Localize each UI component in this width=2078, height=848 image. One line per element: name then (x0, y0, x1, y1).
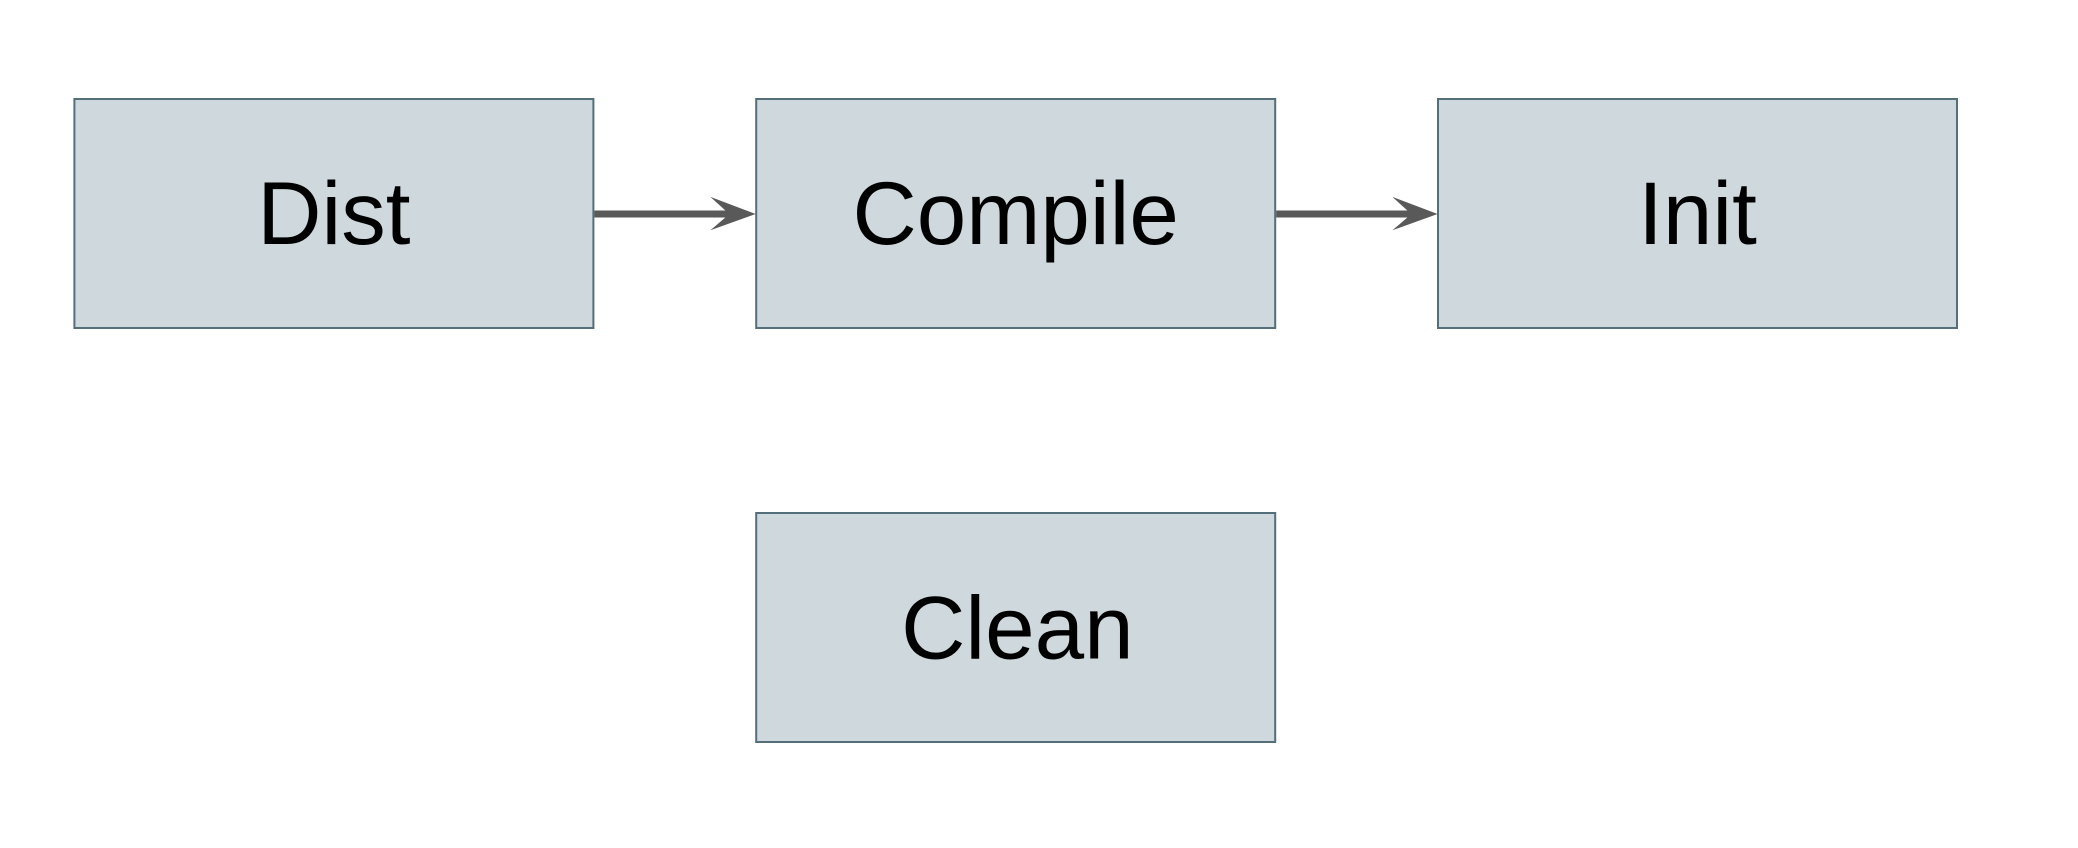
svg-text:Compile: Compile (852, 163, 1178, 263)
svg-text:Clean: Clean (901, 578, 1134, 678)
svg-text:Dist: Dist (257, 163, 411, 263)
svg-text:Init: Init (1638, 163, 1757, 263)
